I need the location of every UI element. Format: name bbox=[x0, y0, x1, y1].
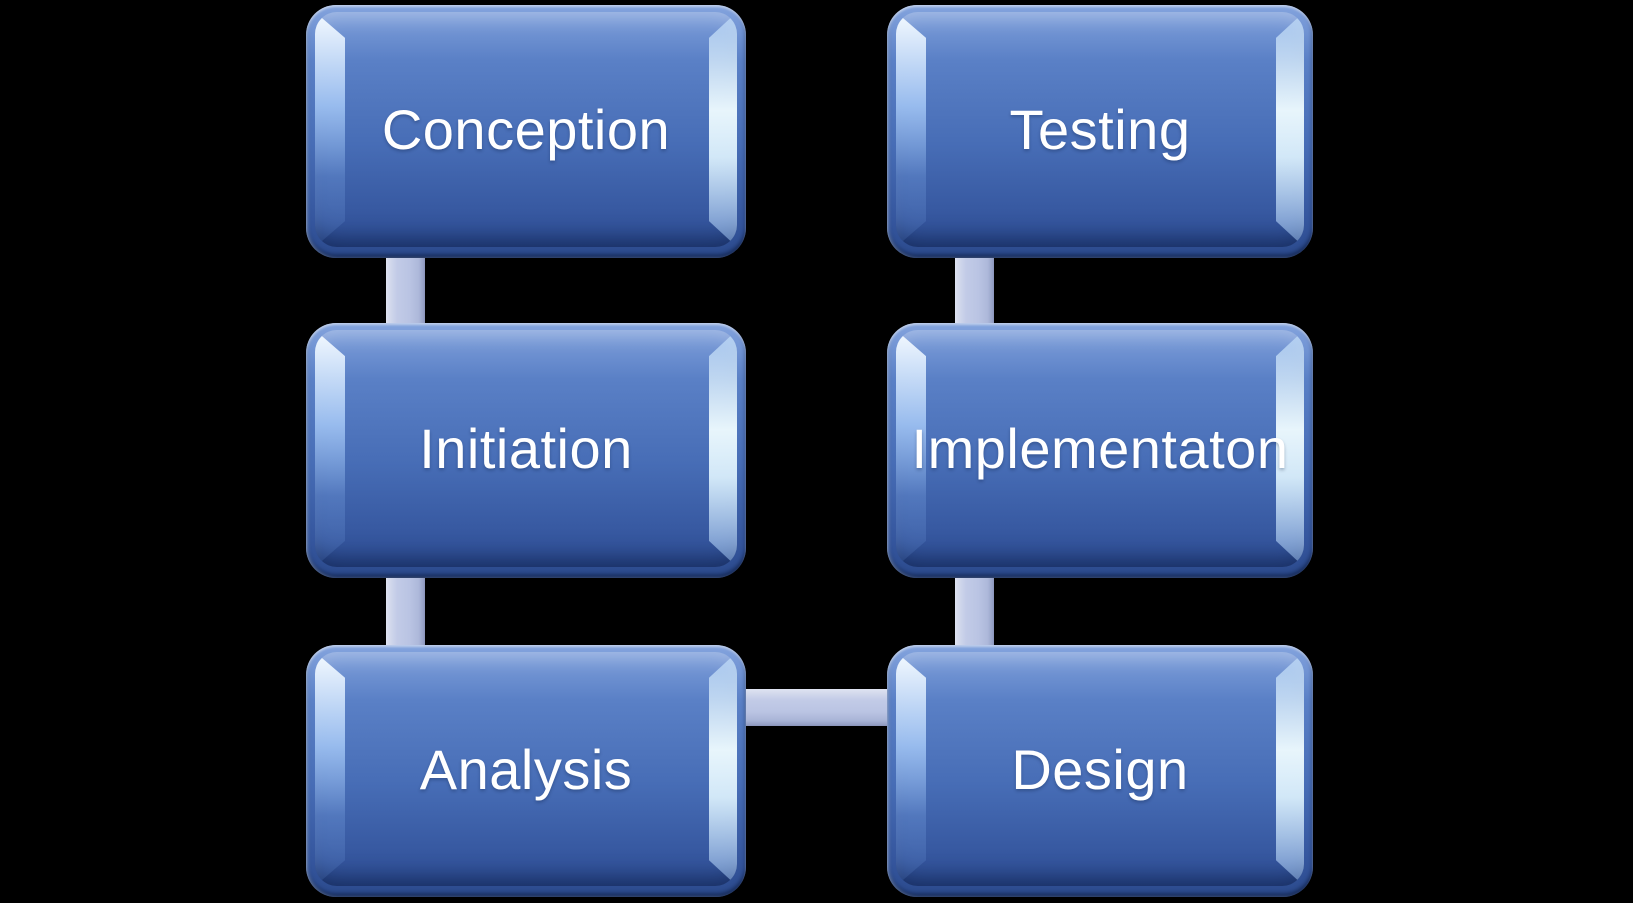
node-conception-face: Conception bbox=[315, 12, 737, 247]
node-analysis-face: Analysis bbox=[315, 652, 737, 886]
node-testing-face: Testing bbox=[896, 12, 1304, 247]
node-implementaton-label: Implementaton bbox=[911, 417, 1289, 480]
node-implementaton-face: Implementaton bbox=[896, 330, 1304, 567]
node-testing: Testing bbox=[887, 5, 1313, 258]
node-testing-label: Testing bbox=[1009, 98, 1191, 161]
node-design: Design bbox=[887, 645, 1313, 897]
node-conception-label: Conception bbox=[381, 98, 671, 161]
node-initiation-face: Initiation bbox=[315, 330, 737, 567]
node-analysis: Analysis bbox=[306, 645, 746, 897]
node-implementaton: Implementaton bbox=[887, 323, 1313, 578]
node-initiation: Initiation bbox=[306, 323, 746, 578]
connector-analysis-design bbox=[726, 689, 906, 726]
node-design-face: Design bbox=[896, 652, 1304, 886]
node-design-label: Design bbox=[1011, 737, 1189, 801]
node-initiation-label: Initiation bbox=[419, 417, 633, 480]
node-conception: Conception bbox=[306, 5, 746, 258]
node-analysis-label: Analysis bbox=[419, 737, 633, 801]
